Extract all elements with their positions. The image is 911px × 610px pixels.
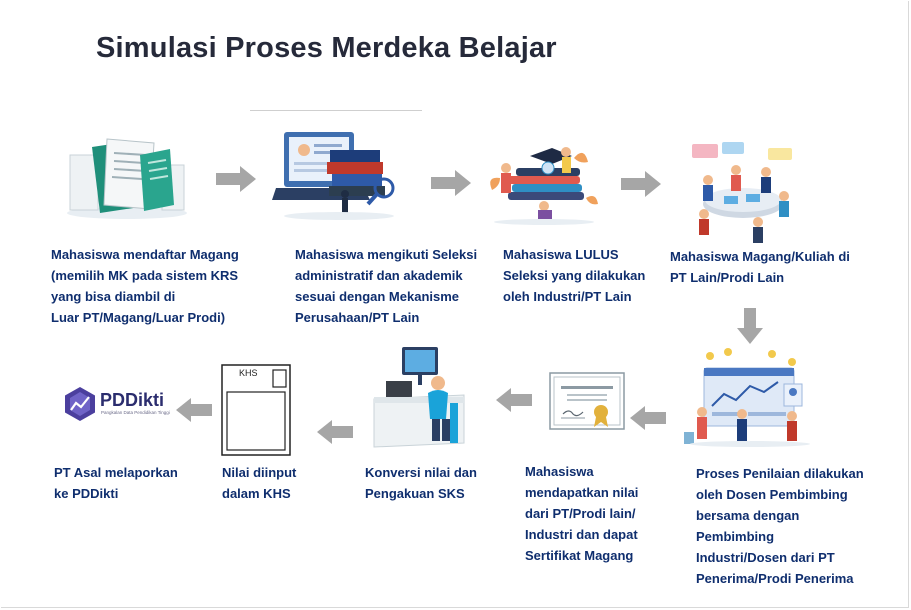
step-6-caption: Mahasiswa mendapatkan nilai dari PT/Prod… [525, 464, 639, 563]
pddikti-logo-icon [65, 387, 95, 421]
pddikti-logo-tagline: Pangkalan Data Pendidikan Tinggi [101, 410, 170, 415]
arrow-left-icon [176, 398, 212, 422]
step-2-caption: Mahasiswa mengikuti Seleksi administrati… [295, 247, 478, 325]
step-8-caption: Nilai diinput dalam KHS [222, 465, 297, 501]
certificate-illustration [549, 372, 625, 430]
pddikti-logo-name: PDDikti [100, 390, 165, 410]
arrow-right-icon [621, 171, 661, 197]
arrow-right-icon [216, 166, 256, 192]
khs-document-illustration [221, 364, 291, 456]
step-7-caption: Konversi nilai dan Pengakuan SKS [365, 465, 477, 501]
graduates-books-illustration [490, 147, 598, 225]
page-title: Simulasi Proses Merdeka Belajar [96, 32, 557, 64]
step-1-caption: Mahasiswa mendaftar Magang (memilih MK p… [51, 247, 239, 325]
arrow-left-icon [317, 420, 353, 444]
arrow-right-icon [431, 170, 471, 196]
arrow-left-icon [496, 388, 532, 412]
laptop-books-illustration [272, 132, 395, 220]
step-3-caption: Mahasiswa LULUS Seleksi yang dilakukan o… [503, 247, 646, 304]
divider [250, 110, 422, 111]
arrow-left-icon [630, 406, 666, 430]
step-4-caption: Mahasiswa Magang/Kuliah di PT Lain/Prodi… [670, 249, 850, 285]
step-5-caption: Proses Penilaian dilakukan oleh Dosen Pe… [696, 466, 864, 586]
khs-label: KHS [239, 368, 258, 378]
workstation-illustration [373, 347, 465, 448]
document-stack-illustration [67, 138, 187, 219]
meeting-team-illustration [692, 142, 792, 243]
step-9-caption: PT Asal melaporkan ke PDDikti [54, 465, 178, 501]
arrow-down-icon [737, 308, 763, 344]
assessment-dashboard-illustration [684, 348, 810, 447]
